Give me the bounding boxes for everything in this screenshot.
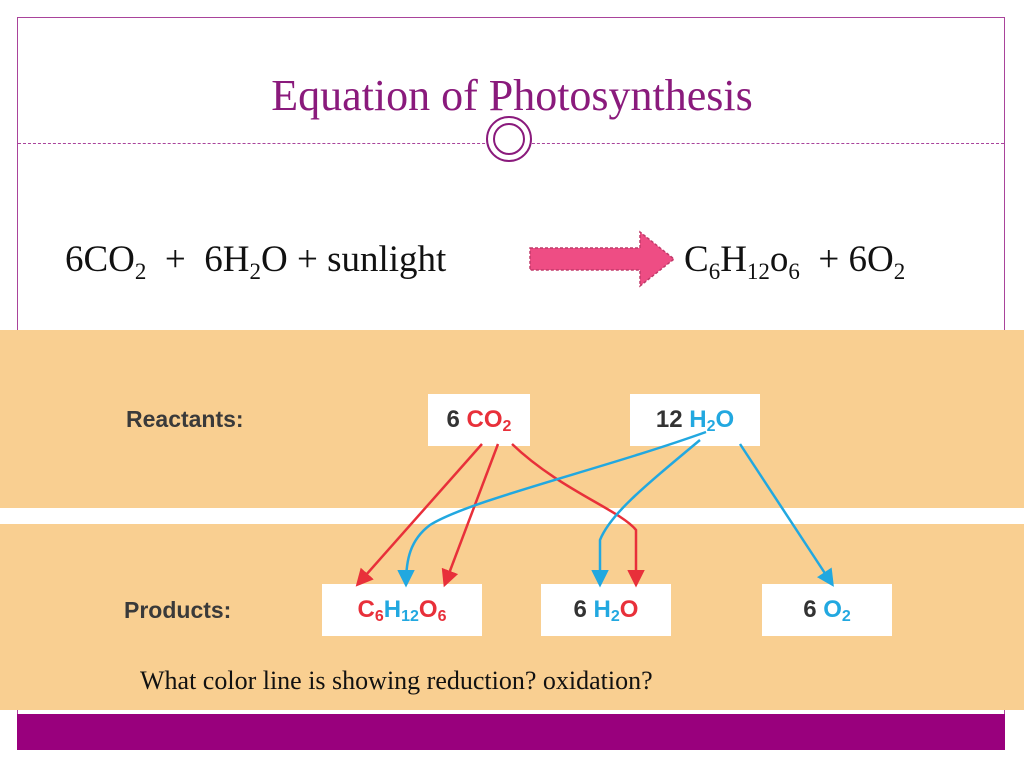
red-arrow-co2-to-glucose-c [355, 443, 483, 587]
formula-text: O + sunlight [261, 239, 447, 280]
right-arrow-icon [529, 230, 676, 288]
question-text: What color line is showing reduction? ox… [140, 666, 653, 695]
formula-text: O [823, 596, 842, 623]
reactants-label: Reactants: [126, 406, 244, 432]
formula-text: o [769, 239, 789, 280]
blue-arrow-water-to-glucose-h [397, 430, 707, 588]
formula-text: 6 [446, 406, 467, 433]
formula-text: O [418, 596, 438, 623]
subscript-text: 2 [502, 418, 512, 435]
formula-text: 6 [803, 596, 824, 623]
formula-text: CO [466, 406, 503, 433]
subscript-text: 6 [374, 608, 384, 625]
formula-text: H [383, 596, 402, 623]
subscript-text: 2 [706, 418, 716, 435]
formula-text: C [684, 239, 709, 280]
formula-text: O [715, 406, 735, 433]
subscript-text: 12 [746, 259, 770, 284]
subscript-text: 2 [610, 608, 620, 625]
formula-text: C [357, 596, 375, 623]
formula-text: 12 [655, 406, 690, 433]
subscript-text: 6 [788, 259, 800, 284]
formula-text: 6 [573, 596, 594, 623]
circle-ornament-icon [486, 116, 532, 162]
subscript-text: 2 [249, 259, 262, 284]
subscript-text: 12 [401, 608, 419, 625]
footer-bar [17, 714, 1005, 750]
subscript-text: 6 [437, 608, 447, 625]
slide-title: Equation of Photosynthesis [271, 71, 753, 120]
products-label: Products: [124, 597, 232, 623]
formula-text: H [593, 596, 611, 623]
formula-text: + 6O [799, 239, 894, 280]
formula-text: H [720, 239, 747, 280]
blue-arrow-water-to-water-h [591, 439, 701, 588]
subscript-text: 2 [893, 259, 906, 284]
subscript-text: 2 [134, 259, 147, 284]
red-arrow-co2-to-water-o [511, 443, 645, 588]
equation-reactants: 6CO2 + 6H2O + sunlight [65, 238, 447, 284]
formula-text: + 6H [146, 239, 250, 280]
red-arrow-co2-to-glucose-o [441, 443, 500, 588]
formula-text: O [619, 596, 639, 623]
formula-text: H [689, 406, 707, 433]
diagram-divider [0, 508, 1024, 524]
formula-text: 6CO [65, 239, 135, 280]
equation-products: C6H12o6 + 6O2 [684, 238, 906, 284]
subscript-text: 6 [708, 259, 721, 284]
subscript-text: 2 [841, 608, 851, 625]
blue-arrow-water-to-oxygen [738, 443, 834, 587]
